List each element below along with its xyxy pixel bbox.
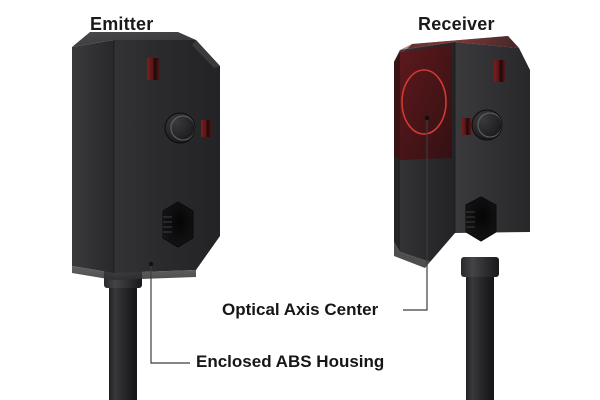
abs-housing-leader-line: [150, 265, 190, 364]
emitter-title-label: Emitter: [90, 14, 154, 34]
receiver-device: [394, 36, 530, 400]
emitter-side-led-indicator: [201, 120, 212, 137]
optical-axis-leader-line: [403, 120, 428, 311]
enclosed-abs-housing-callout-label: Enclosed ABS Housing: [196, 352, 385, 371]
emitter-top-led-indicator: [147, 58, 160, 80]
receiver-cable: [461, 257, 499, 400]
emitter-corner-chamfer: [192, 40, 220, 68]
receiver-hex-mounting-hole: [465, 196, 497, 242]
emitter-device: [72, 32, 220, 400]
optical-axis-center-callout-label: Optical Axis Center: [222, 300, 379, 319]
emitter-adjustment-knob: [164, 112, 196, 144]
receiver-adjustment-knob: [471, 109, 503, 141]
receiver-strain-relief-collar: [461, 257, 499, 277]
callout-leader-lines: [148, 120, 428, 364]
receiver-bottom-bevel: [394, 242, 430, 268]
receiver-top-led-indicator: [494, 60, 505, 82]
receiver-lens-top-bevel: [400, 36, 519, 50]
emitter-cable: [104, 268, 142, 400]
emitter-top-bevel: [72, 32, 196, 47]
optical-axis-center-point: [424, 115, 430, 121]
optical-axis-ring: [401, 69, 447, 135]
receiver-side-led-indicator: [461, 118, 471, 135]
emitter-bottom-bevel: [72, 266, 196, 280]
emitter-left-face: [72, 40, 114, 273]
abs-housing-anchor-point: [148, 261, 154, 267]
receiver-title-label: Receiver: [418, 14, 495, 34]
receiver-lens-panel: [394, 45, 452, 160]
emitter-hex-mounting-hole: [162, 201, 194, 248]
